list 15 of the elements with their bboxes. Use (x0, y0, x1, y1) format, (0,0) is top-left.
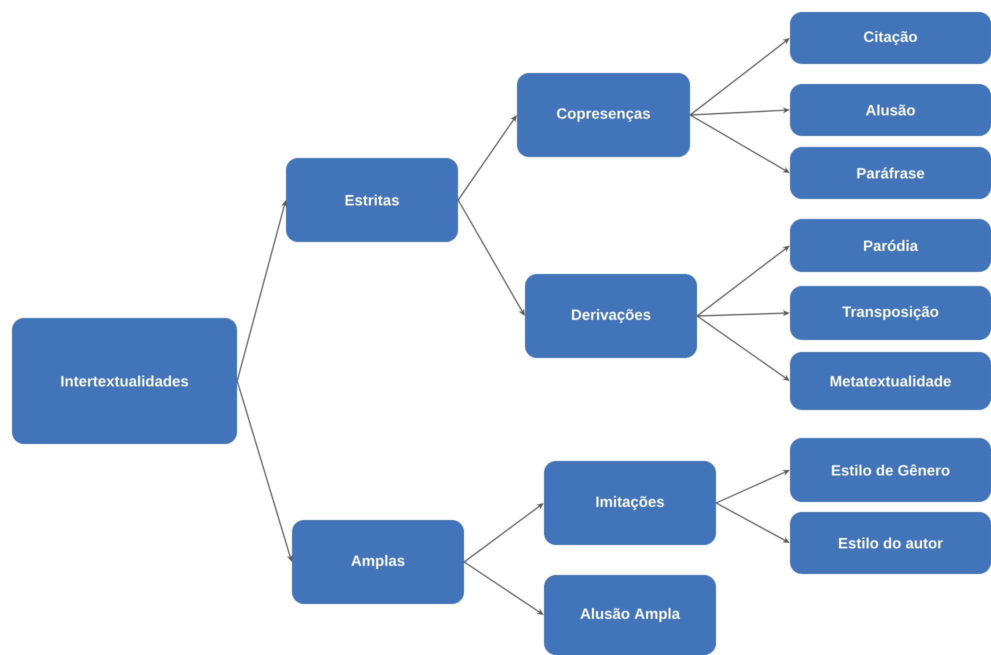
process-box: Metatextualidade (790, 352, 991, 410)
process-box: Copresenças (517, 73, 690, 157)
process-box: Imitações (544, 461, 716, 545)
process-box: Estilo do autor (790, 512, 991, 574)
process-box: Citação (790, 12, 991, 64)
process-box: Alusão (790, 84, 991, 136)
process-box: Paráfrase (790, 147, 991, 199)
process-box: Derivações (525, 274, 697, 358)
process-box: Alusão Ampla (544, 575, 716, 655)
process-box: Estritas (286, 158, 458, 242)
process-box: Transposição (790, 286, 991, 340)
process-box: Intertextualidades (12, 318, 237, 444)
process-box: Amplas (292, 520, 464, 604)
process-box: Estilo de Gênero (790, 438, 991, 502)
process-box: Paródia (790, 219, 991, 272)
